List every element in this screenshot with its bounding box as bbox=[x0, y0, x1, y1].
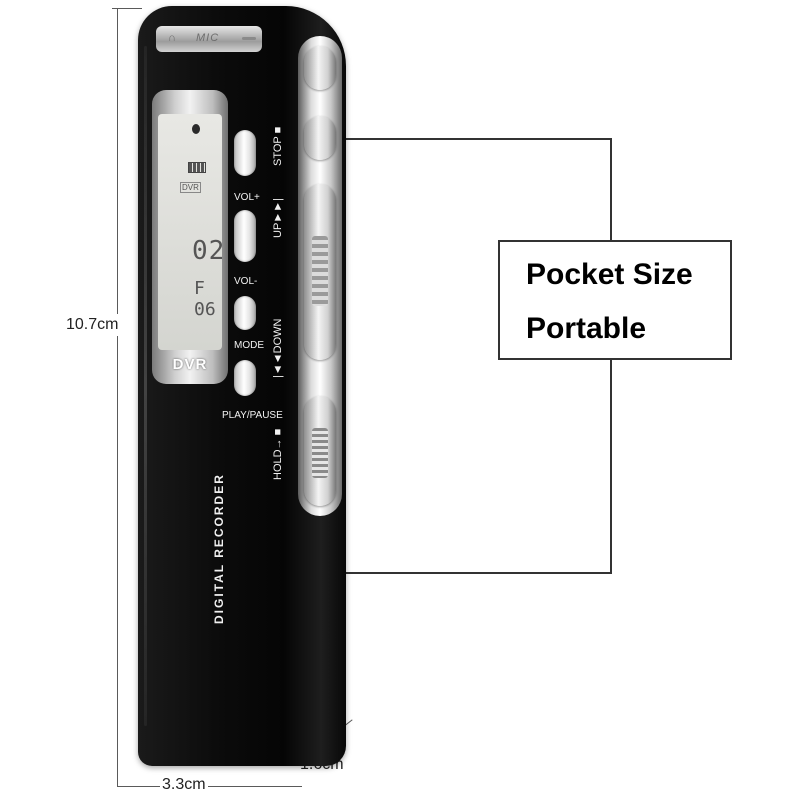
brand-label: DIGITAL RECORDER bbox=[212, 473, 226, 624]
vol-up-button[interactable] bbox=[234, 210, 256, 262]
voice-recorder: ∩ MIC DVR 02 F 06 DVR VOL+ VOL- MODE PLA… bbox=[138, 6, 346, 766]
mic-label: MIC bbox=[196, 32, 220, 44]
callout-subtitle: Portable bbox=[526, 312, 647, 345]
width-dimension-line bbox=[117, 786, 302, 787]
record-button[interactable] bbox=[234, 130, 256, 176]
callout-bracket-right-lower bbox=[610, 358, 612, 574]
battery-icon bbox=[188, 162, 206, 173]
width-dimension-label: 3.3cm bbox=[160, 776, 208, 794]
hold-switch-grip bbox=[312, 428, 328, 478]
headphone-icon: ∩ bbox=[168, 32, 177, 44]
up-label: UP►►| bbox=[272, 198, 284, 238]
mode-label: MODE bbox=[234, 340, 264, 351]
rocker-grip bbox=[312, 236, 328, 306]
microphone-hole-icon bbox=[192, 124, 200, 134]
height-dimension-label: 10.7cm bbox=[66, 314, 119, 336]
vol-up-label: VOL+ bbox=[234, 192, 260, 203]
callout-bracket-bottom bbox=[340, 572, 612, 574]
lcd-track-number: 02 bbox=[192, 236, 226, 266]
device-edge-highlight bbox=[144, 46, 147, 726]
side-control-rail bbox=[298, 36, 342, 516]
top-plate: ∩ MIC bbox=[156, 26, 262, 52]
mode-button[interactable] bbox=[234, 360, 256, 396]
vol-down-label: VOL- bbox=[234, 276, 258, 287]
mic-slot bbox=[242, 37, 256, 40]
lcd-frame: DVR 02 F 06 DVR bbox=[152, 90, 228, 384]
down-label: |◄◄DOWN bbox=[272, 318, 284, 378]
stop-label: STOP ■ bbox=[272, 126, 284, 166]
vol-down-button[interactable] bbox=[234, 296, 256, 330]
height-dimension-line bbox=[117, 8, 118, 786]
hold-label: HOLD→ ■ bbox=[272, 428, 284, 480]
lcd-dvr-tag: DVR bbox=[180, 182, 201, 193]
lcd-file-number: F 06 bbox=[194, 278, 216, 320]
power-button[interactable] bbox=[304, 46, 336, 90]
callout-bracket-top bbox=[340, 138, 612, 140]
dvr-frame-label: DVR bbox=[172, 356, 208, 373]
callout-bracket-right-upper bbox=[610, 138, 612, 242]
callout-box: Pocket Size Portable bbox=[498, 240, 732, 360]
height-dimension-tick-top bbox=[112, 8, 142, 9]
callout-title: Pocket Size bbox=[526, 258, 693, 291]
stop-button[interactable] bbox=[304, 116, 336, 160]
lcd-screen: DVR 02 F 06 bbox=[158, 114, 226, 350]
play-pause-label: PLAY/PAUSE bbox=[222, 410, 283, 421]
